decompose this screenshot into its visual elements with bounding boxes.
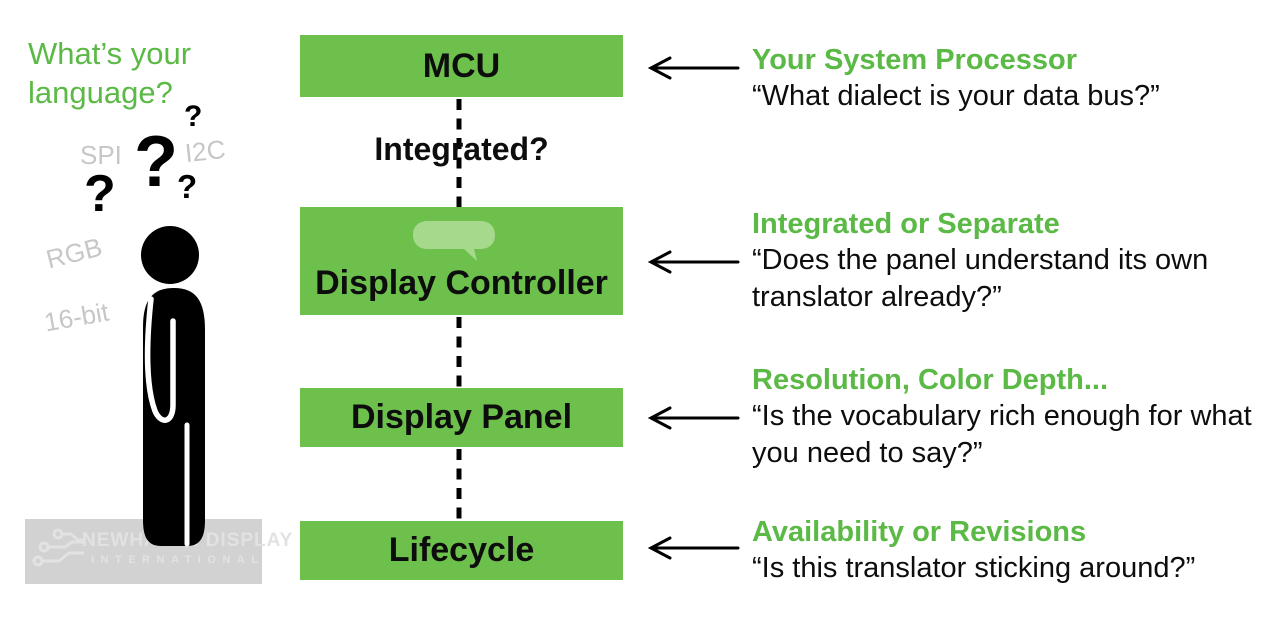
- connector-label: Integrated?: [374, 131, 549, 167]
- flow-node-label: Display Panel: [350, 398, 573, 436]
- annotation-display-panel: Resolution, Color Depth... “Is the vocab…: [752, 362, 1252, 472]
- flow-node-label: Lifecycle: [388, 531, 535, 569]
- flow-node-display-controller: Display Controller: [300, 207, 623, 315]
- left-arrow-icon: [647, 56, 740, 560]
- speech-bubble-icon: [413, 221, 495, 261]
- flow-node-lifecycle: Lifecycle: [300, 521, 623, 580]
- flow-node-display-panel: Display Panel: [300, 388, 623, 447]
- newhaven-circuit-logo-icon: [32, 528, 84, 567]
- person-silhouette-icon: [141, 226, 205, 547]
- question-mark-icon: ?: [184, 100, 203, 133]
- annotation-mcu: Your System Processor “What dialect is y…: [752, 42, 1272, 115]
- question-mark-icon: ?: [177, 168, 198, 205]
- flow-node-label: Display Controller: [315, 264, 608, 302]
- page-title: What’s your language?: [28, 36, 192, 110]
- annotation-heading: Your System Processor: [752, 44, 1078, 76]
- annotation-body: “Is the vocabulary rich enough for what …: [752, 400, 1252, 469]
- flow-node-mcu: MCU: [300, 35, 623, 97]
- annotation-body: “Is this translator sticking around?”: [752, 552, 1196, 584]
- annotation-body: “What dialect is your data bus?”: [752, 80, 1160, 112]
- annotation-display-controller: Integrated or Separate “Does the panel u…: [752, 206, 1257, 316]
- annotation-heading: Integrated or Separate: [752, 208, 1060, 240]
- annotation-body: “Does the panel understand its own trans…: [752, 244, 1209, 313]
- question-mark-icon: ?: [134, 122, 178, 202]
- annotation-lifecycle: Availability or Revisions “Is this trans…: [752, 514, 1280, 587]
- watermark-brand-sub: INTERNATIONAL: [91, 554, 265, 566]
- brand-watermark: NEWHAVEN DISPLAY INTERNATIONAL: [25, 519, 292, 584]
- annotation-heading: Resolution, Color Depth...: [752, 364, 1109, 396]
- flow-node-label: MCU: [422, 46, 501, 85]
- annotation-heading: Availability or Revisions: [752, 516, 1087, 548]
- term-spi: SPI: [80, 140, 122, 170]
- question-mark-icon: ?: [84, 165, 116, 223]
